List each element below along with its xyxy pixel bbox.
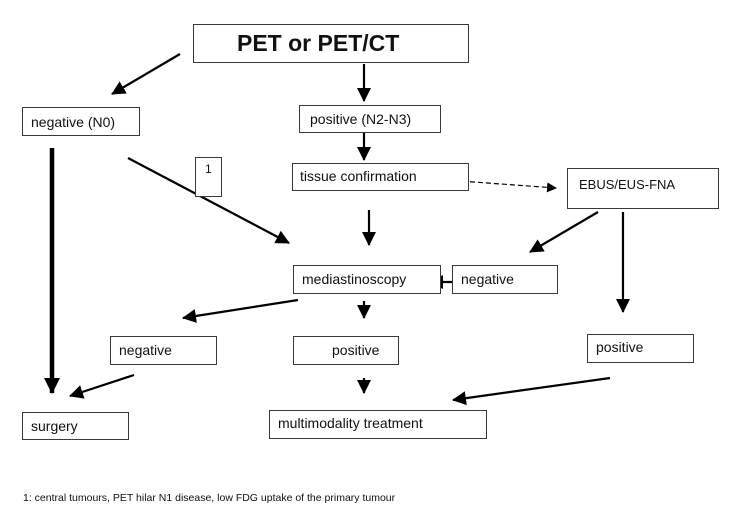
edge-med-negative-to-surgery [69, 373, 135, 399]
node-pet-ct: PET or PET/CT [193, 24, 469, 63]
node-med-negative: negative [110, 336, 217, 365]
node-ebus-positive-label: positive [596, 339, 644, 355]
edge-pet-to-negative-n0 [111, 53, 181, 95]
edge-mediastinoscopy-to-negative [182, 298, 299, 323]
node-multimodality-treatment-label: multimodality treatment [278, 415, 423, 431]
node-med-positive: positive [293, 336, 399, 365]
node-positive-n2n3-label: positive (N2-N3) [310, 111, 412, 127]
node-multimodality-treatment: multimodality treatment [269, 410, 487, 439]
node-med-negative-label: negative [119, 342, 172, 358]
node-mediastinoscopy-label: mediastinoscopy [302, 271, 407, 287]
footnote-text: 1: central tumours, PET hilar N1 disease… [23, 492, 396, 504]
node-footnote-marker-label: 1 [205, 162, 212, 176]
node-negative-n0-label: negative (N0) [31, 114, 116, 130]
edge-n0-to-mediastinoscopy [127, 157, 290, 244]
node-surgery: surgery [22, 412, 129, 440]
node-negative-n0: negative (N0) [22, 107, 140, 136]
node-tissue-confirmation-label: tissue confirmation [300, 168, 417, 184]
node-footnote-marker: 1 [195, 157, 222, 197]
node-med-positive-label: positive [332, 342, 380, 358]
node-ebus-negative: negative [452, 265, 558, 294]
node-ebus-negative-label: negative [461, 271, 514, 287]
node-mediastinoscopy: mediastinoscopy [293, 265, 441, 294]
node-positive-n2n3: positive (N2-N3) [299, 105, 441, 133]
node-tissue-confirmation: tissue confirmation [292, 163, 469, 191]
node-surgery-label: surgery [31, 418, 78, 434]
node-ebus-eus-fna: EBUS/EUS-FNA [567, 168, 719, 209]
edge-ebus-positive-to-multimodality [452, 376, 611, 406]
edge-ebus-to-negative [529, 211, 599, 253]
node-pet-ct-label: PET or PET/CT [237, 30, 400, 56]
node-ebus-positive: positive [587, 334, 694, 363]
node-ebus-eus-fna-label: EBUS/EUS-FNA [579, 177, 676, 192]
